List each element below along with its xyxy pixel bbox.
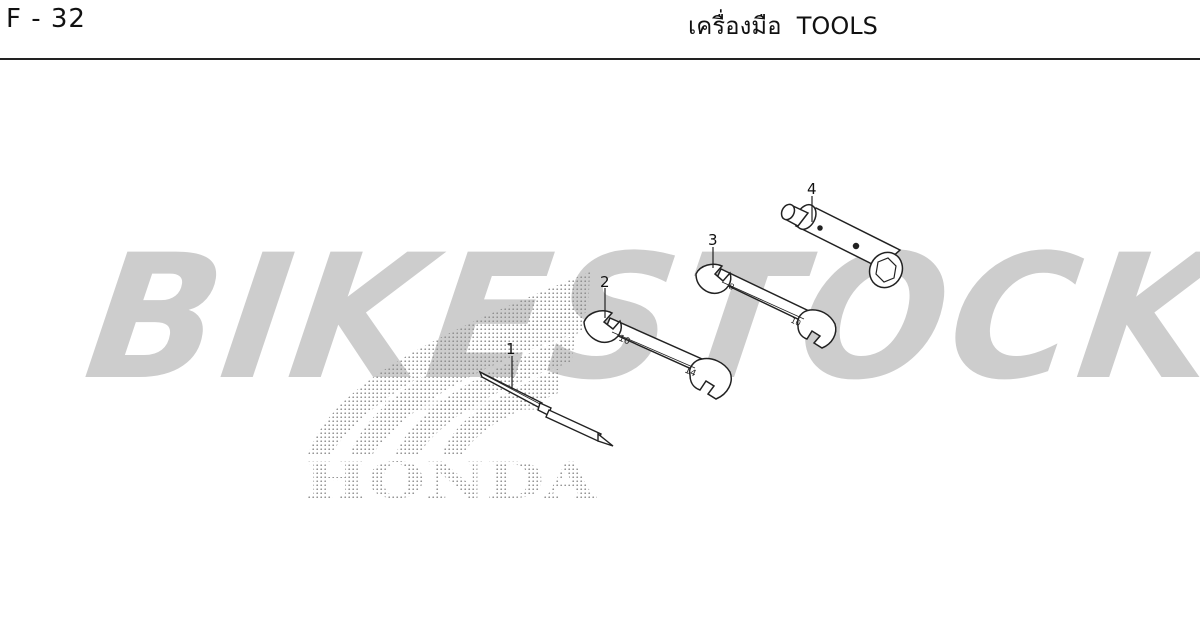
- wrench-2-size-right: 14: [683, 366, 698, 380]
- header-divider: [0, 58, 1200, 60]
- page-code: F - 32: [6, 4, 86, 34]
- part-4-box-wrench: [780, 203, 904, 289]
- part-3-wrench-8x10: [695, 263, 837, 349]
- wrench-3-size-left: 8: [727, 282, 735, 292]
- callout-4: 4: [807, 180, 817, 198]
- page-title: เครื่องมือ TOOLS: [688, 12, 878, 40]
- wrench-2-size-left: 10: [617, 334, 632, 348]
- part-1-screwdriver: [478, 370, 614, 447]
- callout-2: 2: [600, 273, 610, 291]
- honda-wing-logo: [308, 272, 590, 455]
- callout-3: 3: [708, 231, 718, 249]
- part-2-wrench-10x14: [583, 310, 732, 400]
- callout-1: 1: [506, 340, 516, 358]
- honda-logo-text: HONDA: [304, 451, 598, 510]
- wrench-3-size-right: 10: [789, 316, 802, 328]
